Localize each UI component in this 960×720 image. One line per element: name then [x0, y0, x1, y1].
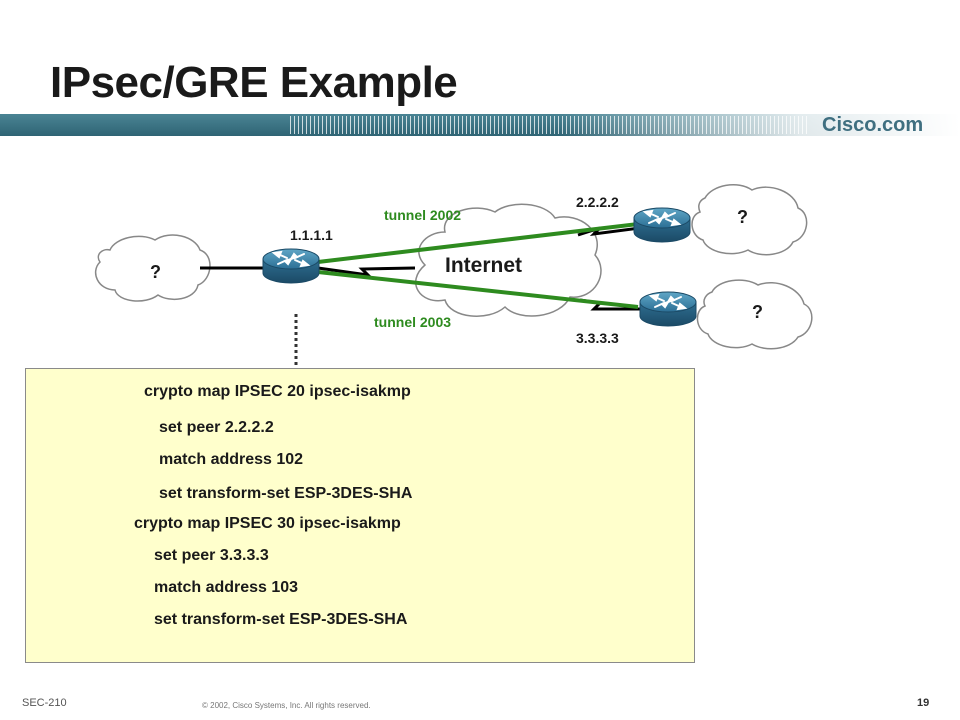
- serial-link-hub: [317, 266, 416, 278]
- config-line: set peer 3.3.3.3: [154, 547, 269, 564]
- cisco-logo: Cisco.com: [822, 114, 924, 136]
- tunnel-2002-line: [317, 222, 639, 264]
- bottom-peer-ip-label: 3.3.3.3: [576, 330, 619, 346]
- config-line: set peer 2.2.2.2: [159, 419, 274, 436]
- copyright-notice: © 2002, Cisco Systems, Inc. All rights r…: [202, 701, 371, 710]
- tunnel-2003-line: [317, 270, 639, 309]
- bottom-peer-router-icon: [639, 291, 697, 327]
- top-peer-ip-label: 2.2.2.2: [576, 194, 619, 210]
- course-code: SEC-210: [22, 697, 67, 709]
- top-peer-router-icon: [633, 207, 691, 243]
- internet-label: Internet: [445, 254, 522, 277]
- slide-title: IPsec/GRE Example: [50, 58, 458, 107]
- tunnel-2002-label: tunnel 2002: [384, 207, 461, 223]
- top-site-cloud: [691, 183, 808, 256]
- config-line: set transform-set ESP-3DES-SHA: [159, 485, 413, 502]
- header-band-fade: [560, 114, 960, 136]
- bottom-site-cloud: [696, 279, 813, 350]
- config-line: match address 103: [154, 579, 299, 596]
- top-site-unknown-label: ?: [737, 207, 748, 227]
- crypto-map-config-box: crypto map IPSEC 20 ipsec-isakmp set pee…: [25, 368, 695, 663]
- bottom-site-unknown-label: ?: [752, 302, 763, 322]
- hub-ip-label: 1.1.1.1: [290, 227, 333, 243]
- config-line: set transform-set ESP-3DES-SHA: [154, 611, 408, 628]
- left-site-cloud: [94, 234, 211, 302]
- hub-router-icon: [262, 248, 320, 284]
- config-line: match address 102: [159, 451, 304, 468]
- left-site-unknown-label: ?: [150, 262, 161, 282]
- config-line: crypto map IPSEC 20 ipsec-isakmp: [144, 383, 411, 400]
- page-number: 19: [917, 697, 930, 709]
- config-line: crypto map IPSEC 30 ipsec-isakmp: [134, 515, 401, 532]
- tunnel-2003-label: tunnel 2003: [374, 314, 451, 330]
